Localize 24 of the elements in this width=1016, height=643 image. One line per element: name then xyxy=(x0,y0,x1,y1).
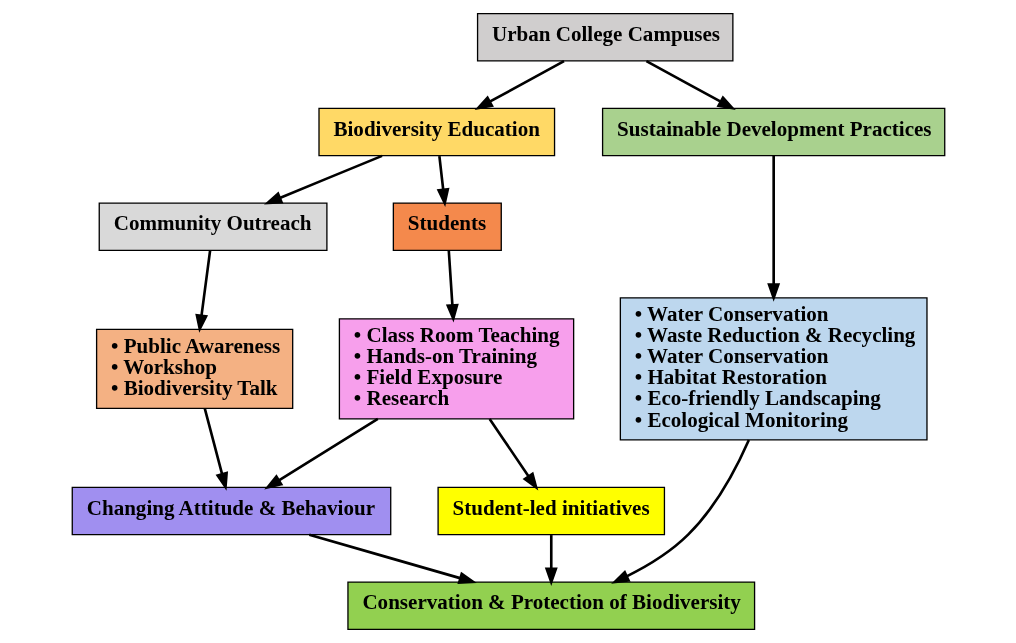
arrow xyxy=(474,59,565,110)
arrow xyxy=(263,417,378,490)
arrow xyxy=(194,250,211,333)
node-box: • Water Conservation • Waste Reduction & Recycling • Water Conservation • Habitat Restoration • Eco-friendly Landscaping • Ecological Monitoring xyxy=(619,297,928,441)
arrow xyxy=(263,154,383,205)
arrow xyxy=(488,418,538,491)
arrow xyxy=(766,155,780,302)
node-box: • Public Awareness • Workshop • Biodiversity Talk xyxy=(95,328,293,409)
arrow xyxy=(544,535,558,586)
node-box: Biodiversity Education xyxy=(317,107,555,157)
arrow xyxy=(436,155,449,207)
node-box: Urban College Campuses xyxy=(476,12,734,62)
node-box: Students xyxy=(392,202,502,252)
node-box: Community Outreach xyxy=(98,202,328,252)
arrow xyxy=(645,59,736,110)
node-box: Student-led initiatives xyxy=(436,486,665,536)
node-box: • Class Room Teaching • Hands-on Training • Field Exposure • Research xyxy=(338,318,574,420)
arrow xyxy=(203,408,228,491)
node-box: Changing Attitude & Behaviour xyxy=(71,486,391,536)
arrow xyxy=(308,533,477,585)
node-box: Conservation & Protection of Biodiversity xyxy=(346,581,755,631)
arrow xyxy=(445,250,459,323)
node-box: Sustainable Development Practices xyxy=(601,107,945,157)
arrow xyxy=(610,439,750,584)
